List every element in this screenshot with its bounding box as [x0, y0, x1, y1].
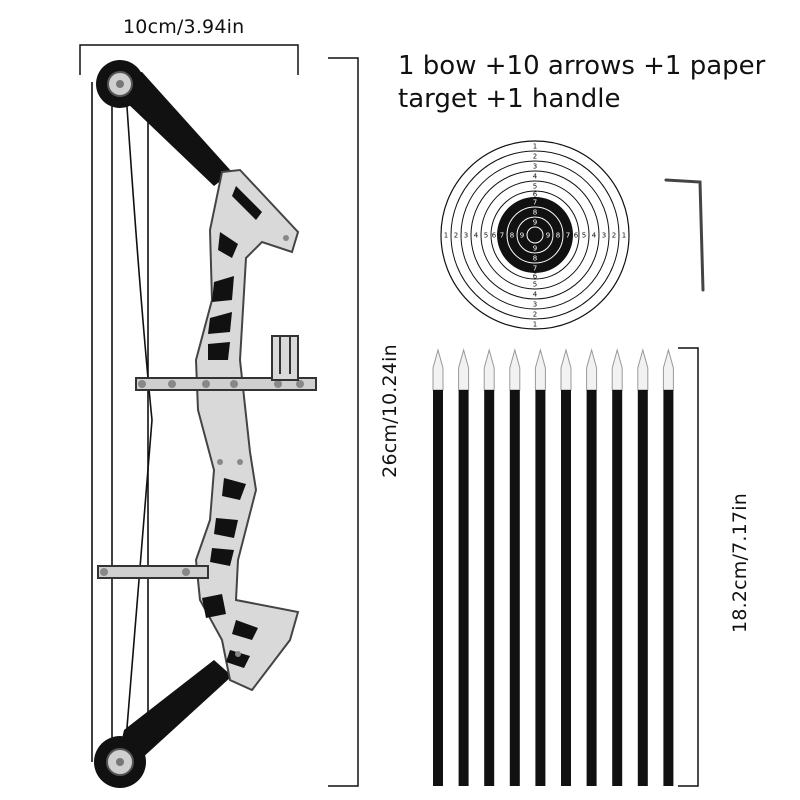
target-ring-number: 9	[533, 219, 537, 227]
contents-line-2: target +1 handle	[398, 84, 621, 114]
arrow	[611, 348, 623, 786]
target-ring-number: 5	[533, 281, 537, 289]
arrow	[560, 348, 572, 786]
target-ring-number: 1	[622, 232, 626, 240]
height-bracket	[328, 57, 359, 787]
target-ring-number: 7	[533, 265, 537, 273]
arrows-set	[432, 348, 674, 786]
arrow	[534, 348, 546, 786]
arrow	[432, 348, 444, 786]
target-ring-number: 4	[474, 232, 479, 240]
riser-cutouts	[202, 186, 262, 668]
target-ring-number: 7	[500, 232, 504, 240]
bow-width-label: 10cm/3.94in	[123, 16, 245, 38]
target-ring-number: 4	[533, 173, 538, 181]
target-ring-number: 4	[533, 291, 538, 299]
target-ring-number: 1	[444, 232, 448, 240]
arrow	[483, 348, 495, 786]
upper-limb	[118, 72, 232, 186]
lower-cam	[94, 736, 146, 788]
target-ring-number: 5	[533, 183, 537, 191]
target-ring-number: 2	[454, 232, 458, 240]
target-ring-number: 4	[592, 232, 597, 240]
target-ring-number: 9	[533, 245, 537, 253]
target-ring-number: 2	[533, 311, 537, 319]
width-bracket	[79, 44, 299, 75]
target-ring-number: 6	[533, 191, 538, 199]
compound-bow	[91, 60, 317, 788]
upper-cam	[96, 60, 144, 108]
target-ring-number: 6	[492, 232, 497, 240]
contents-line-1: 1 bow +10 arrows +1 paper	[398, 51, 766, 81]
target-ring-number: 8	[556, 232, 560, 240]
target-ring-number: 3	[602, 232, 606, 240]
target-ring-number: 5	[484, 232, 488, 240]
allen-key-handle	[664, 178, 705, 292]
target-ring-number: 6	[533, 273, 538, 281]
target-ring-number: 8	[533, 209, 537, 217]
target-ring-number: 5	[582, 232, 586, 240]
target-ring-number: 7	[533, 199, 537, 207]
arrow	[662, 348, 674, 786]
target-ring-number: 6	[574, 232, 579, 240]
lower-limb	[118, 660, 232, 760]
bolts	[100, 235, 304, 657]
target-ring-number: 9	[520, 232, 524, 240]
product-contents-title: 1 bow +10 arrows +1 paper target +1 hand…	[398, 50, 788, 116]
target-ring-number: 2	[612, 232, 616, 240]
arrow	[586, 348, 598, 786]
target-ring-number: 7	[566, 232, 570, 240]
target-ring-number: 2	[533, 153, 537, 161]
target-ring-number: 3	[533, 163, 537, 171]
target-ring-number: 3	[533, 301, 537, 309]
target-ring-number: 9	[546, 232, 550, 240]
target-ring-number: 8	[533, 255, 537, 263]
target-ring-number: 1	[533, 321, 537, 329]
arrow-length-bracket	[678, 347, 699, 787]
target-ring-number: 8	[510, 232, 514, 240]
arrow	[509, 348, 521, 786]
arrow	[637, 348, 649, 786]
bow-strings	[91, 82, 153, 762]
target-ring-number: 1	[533, 143, 537, 151]
arrow	[458, 348, 470, 786]
target-ring-number: 3	[464, 232, 468, 240]
sight-bracket	[271, 335, 299, 381]
dimension-lines	[79, 44, 699, 787]
